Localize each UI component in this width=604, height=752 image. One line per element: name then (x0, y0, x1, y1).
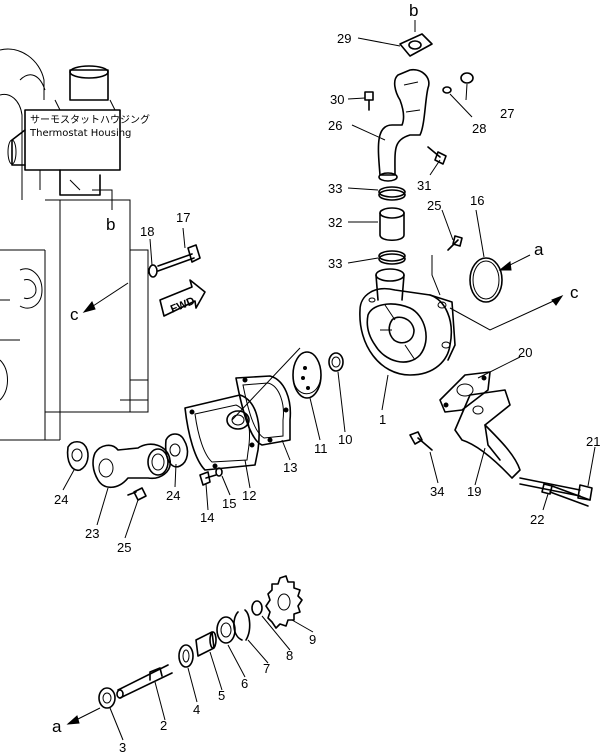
gasket-20 (439, 371, 491, 413)
seal-10 (328, 352, 344, 372)
gasket-24-left (66, 440, 89, 471)
water-pump-body-1 (359, 268, 456, 376)
callout-29: 29 (337, 31, 351, 46)
callout-numbers: 1 2 3 4 5 6 7 8 9 10 11 12 13 14 15 16 1… (54, 31, 600, 752)
ref-letter-c-right: c (570, 283, 579, 302)
callout-30: 30 (330, 92, 344, 107)
elbow-23 (92, 443, 171, 489)
arrow-head-icon (66, 715, 80, 725)
water-hose-32 (379, 207, 405, 242)
bolt-30 (364, 91, 374, 111)
bolt-22 (541, 483, 591, 507)
callout-5: 5 (218, 688, 225, 703)
bearing-4 (178, 644, 194, 668)
spacer-5 (195, 631, 217, 657)
callout-25-top: 25 (427, 198, 441, 213)
ref-letter-a-right: a (534, 240, 544, 259)
callout-33-top: 33 (328, 181, 342, 196)
callout-20: 20 (518, 345, 532, 360)
callout-15: 15 (222, 496, 236, 511)
o-ring-16 (469, 257, 503, 303)
ref-letter-b-housing: b (106, 215, 115, 234)
bolt-25-bottom (127, 487, 147, 501)
engine-block (0, 48, 149, 441)
washer-18 (148, 264, 158, 278)
callout-27: 27 (500, 106, 514, 121)
bolt-31 (427, 146, 447, 165)
snap-ring-7 (233, 609, 251, 641)
arrow-head-icon (82, 301, 96, 313)
arrow-head-icon (498, 261, 512, 271)
bolt-25-top (447, 235, 463, 251)
hose-clamp-33-bottom (378, 250, 406, 265)
water-pipe-26 (377, 68, 430, 182)
callout-14: 14 (200, 510, 214, 525)
gasket-24-right (164, 433, 189, 468)
callout-17: 17 (176, 210, 190, 225)
callout-32: 32 (328, 215, 342, 230)
nut-27 (460, 72, 474, 84)
housing-caption-jp: サーモスタットハウジング (30, 113, 150, 126)
callout-4: 4 (193, 702, 200, 717)
shaft-2 (116, 664, 173, 699)
callout-16: 16 (470, 193, 484, 208)
arrow-head-icon (551, 294, 564, 306)
callout-18: 18 (140, 224, 154, 239)
seal-3 (98, 687, 116, 709)
seal-8 (251, 600, 263, 616)
callout-8: 8 (286, 648, 293, 663)
callout-1: 1 (379, 412, 386, 427)
callout-7: 7 (263, 661, 270, 676)
callout-9: 9 (309, 632, 316, 647)
bolt-17 (157, 244, 201, 272)
housing-caption-en: Thermostat Housing (29, 128, 131, 139)
callout-24-right: 24 (166, 488, 180, 503)
plate-11 (292, 351, 322, 399)
gear-9 (265, 575, 303, 629)
callout-24-left: 24 (54, 492, 68, 507)
callout-21: 21 (586, 434, 600, 449)
callout-19: 19 (467, 484, 481, 499)
callout-13: 13 (283, 460, 297, 475)
ref-letter-c-left: c (70, 305, 79, 324)
callout-33-bottom: 33 (328, 256, 342, 271)
callout-22: 22 (530, 512, 544, 527)
bracket-19 (454, 389, 521, 479)
ref-letter-a-bottom: a (52, 717, 62, 736)
thermostat-housing (7, 65, 121, 196)
callout-2: 2 (160, 718, 167, 733)
callout-23: 23 (85, 526, 99, 541)
callout-11: 11 (314, 441, 328, 456)
bolt-14 (199, 471, 217, 486)
ref-letter-b-top: b (409, 1, 418, 20)
callout-31: 31 (417, 178, 431, 193)
callout-6: 6 (241, 676, 248, 691)
leader-lines (62, 37, 596, 741)
callout-3: 3 (119, 740, 126, 752)
callout-12: 12 (242, 488, 256, 503)
hose-clamp-33-top (378, 186, 406, 201)
fwd-arrow-icon: FWD (159, 279, 206, 317)
callout-25-bottom: 25 (117, 540, 131, 555)
washer-15 (215, 467, 223, 477)
gasket-29 (399, 33, 433, 57)
bearing-6 (216, 616, 236, 644)
bolt-34 (409, 431, 433, 451)
washer-28 (442, 86, 452, 94)
callout-26: 26 (328, 118, 342, 133)
callout-10: 10 (338, 432, 352, 447)
callout-28: 28 (472, 121, 486, 136)
fwd-label: FWD (169, 295, 197, 316)
callout-34: 34 (430, 484, 444, 499)
